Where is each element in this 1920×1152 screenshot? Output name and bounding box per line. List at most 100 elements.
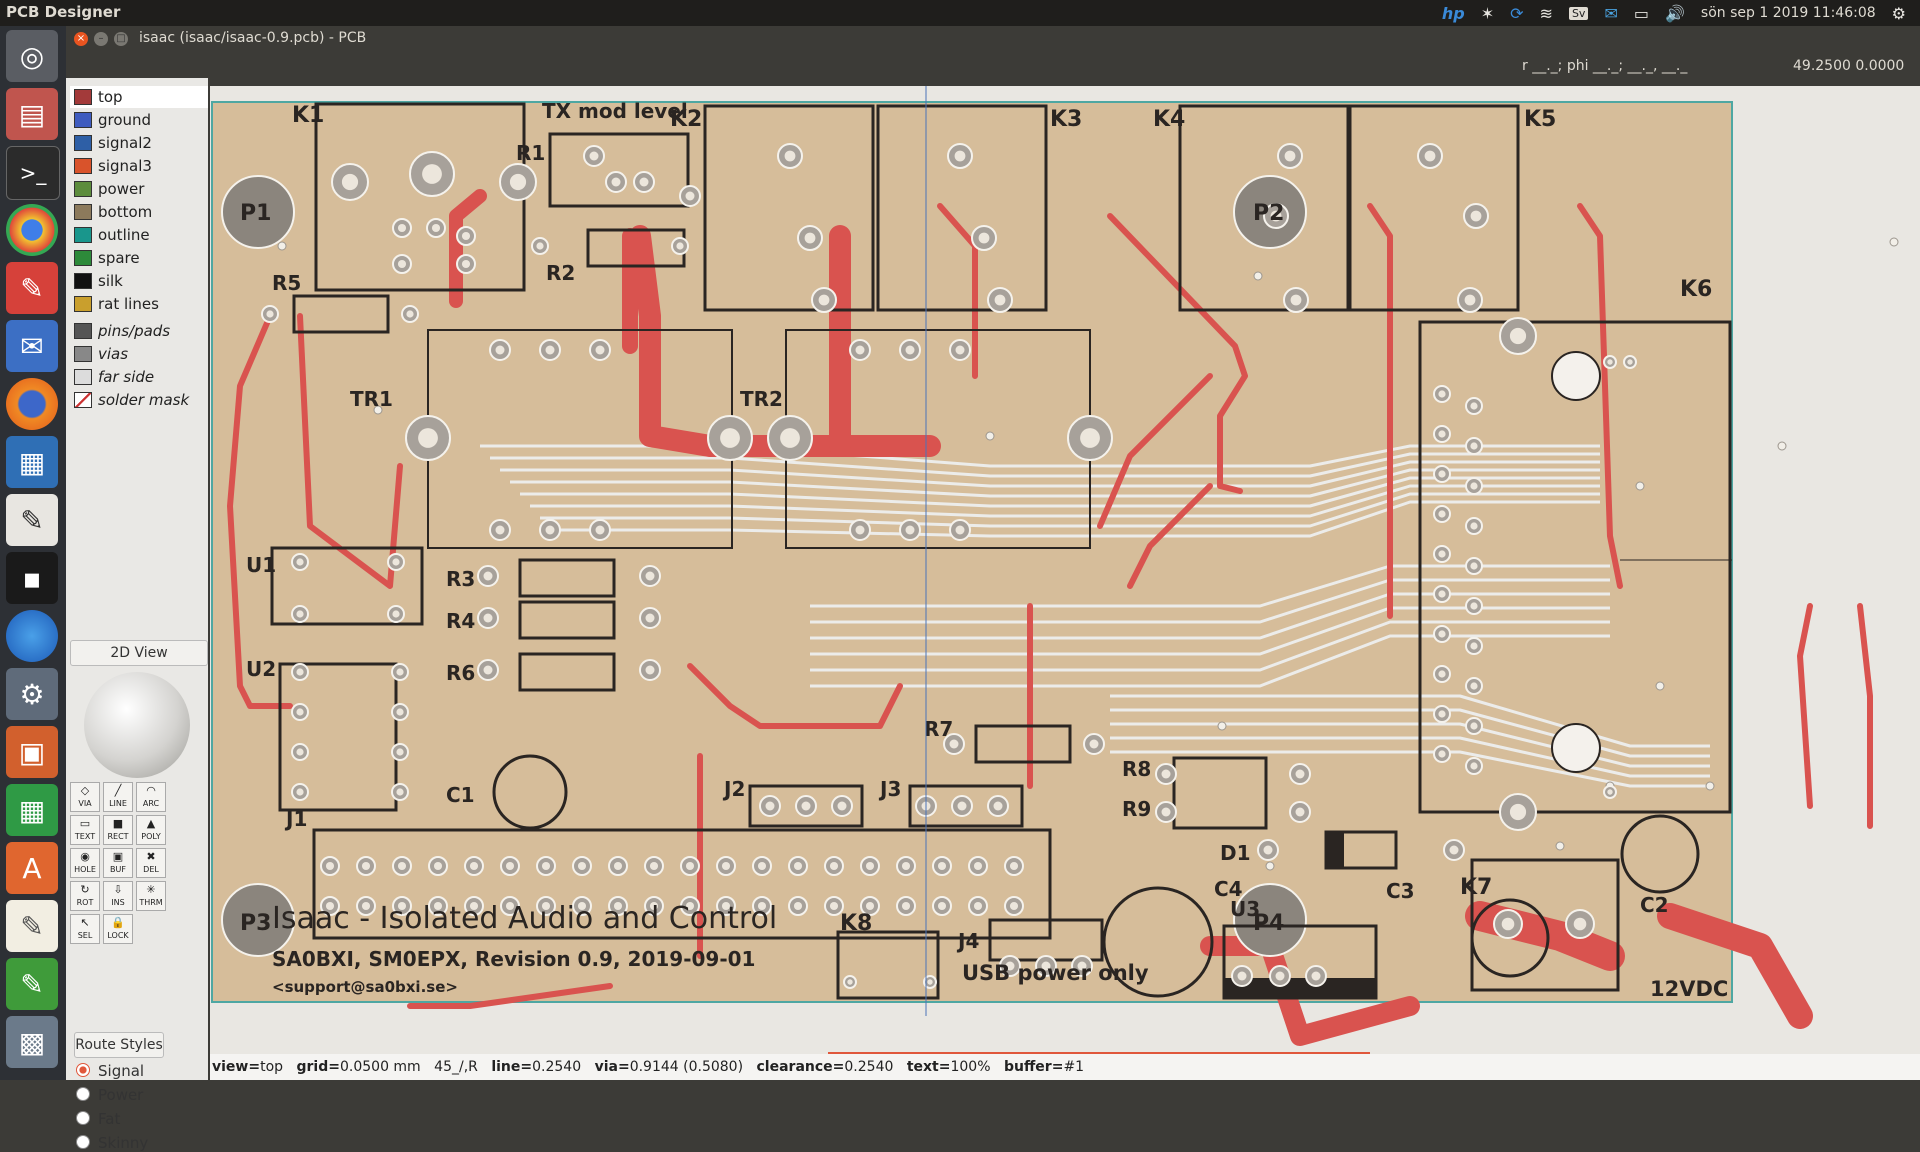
layer-item-solder-mask[interactable]: solder mask: [70, 389, 208, 411]
route-style-skinny[interactable]: Skinny: [76, 1134, 148, 1152]
tool-label: INS: [111, 898, 125, 907]
pad-hole: [361, 861, 371, 871]
settings-icon[interactable]: ⚙: [6, 668, 58, 720]
pad-hole: [973, 901, 983, 911]
layer-item-signal3[interactable]: signal3: [70, 155, 208, 177]
pad-hole: [1161, 769, 1171, 779]
silk-label-u3: U3: [1230, 897, 1260, 921]
route-style-signal[interactable]: Signal: [76, 1062, 144, 1080]
layer-label: ground: [98, 111, 152, 129]
pad-hole: [541, 861, 551, 871]
close-window-button[interactable]: ×: [74, 32, 88, 46]
tool-via-button[interactable]: ◇VIA: [70, 782, 100, 812]
layer-item-outline[interactable]: outline: [70, 224, 208, 246]
tool-rect-icon: ■: [112, 817, 124, 830]
pad-hole: [957, 801, 967, 811]
pdf-reader-icon[interactable]: ✎: [6, 262, 58, 314]
tool-hole-button[interactable]: ◉HOLE: [70, 848, 100, 878]
layer-label: power: [98, 180, 145, 198]
mounting-hole: [221, 883, 295, 957]
layer-swatch: [74, 250, 92, 266]
horizontal-scrollbar[interactable]: [828, 1052, 1370, 1054]
calc-icon[interactable]: ▦: [6, 784, 58, 836]
notes-icon[interactable]: ✎: [6, 900, 58, 952]
terminal-icon[interactable]: >_: [6, 146, 60, 200]
pad-hole: [685, 191, 695, 201]
pad-hole: [536, 242, 544, 250]
d1-band: [1326, 832, 1344, 868]
firefox-icon[interactable]: [6, 378, 58, 430]
tool-del-button[interactable]: ✖DEL: [136, 848, 166, 878]
silk-label-k2: K2: [670, 107, 702, 132]
pad-hole: [1449, 845, 1459, 855]
volume-icon[interactable]: 🔊: [1664, 3, 1685, 23]
tool-lock-button[interactable]: 🔒LOCK: [103, 914, 133, 944]
tool-sel-button[interactable]: ↖SEL: [70, 914, 100, 944]
layer-item-bottom[interactable]: bottom: [70, 201, 208, 223]
route-style-fat[interactable]: Fat: [76, 1110, 120, 1128]
tool-poly-button[interactable]: ▲POLY: [136, 815, 166, 845]
maximize-window-button[interactable]: □: [114, 32, 128, 46]
pad-hole: [397, 861, 407, 871]
chrome-icon[interactable]: [6, 204, 58, 256]
google-earth-icon[interactable]: [6, 610, 58, 662]
pcb-designer-icon[interactable]: ▩: [6, 1016, 58, 1068]
camera-icon[interactable]: ▪: [6, 552, 58, 604]
battery-icon[interactable]: ▭: [1633, 3, 1649, 23]
tool-ins-button[interactable]: ⇩INS: [103, 881, 133, 911]
gear-icon[interactable]: ⚙: [1891, 3, 1906, 23]
writer-icon[interactable]: ▦: [6, 436, 58, 488]
dash-home-icon[interactable]: ◎: [6, 30, 58, 82]
file-manager-icon[interactable]: ▤: [6, 88, 58, 140]
software-center-icon[interactable]: A: [6, 842, 58, 894]
layer-item-signal2[interactable]: signal2: [70, 132, 208, 154]
layer-item-top[interactable]: top: [70, 86, 208, 108]
pad-hole: [645, 665, 655, 675]
tool-label: ROT: [76, 898, 94, 907]
layer-item-vias[interactable]: vias: [70, 343, 208, 365]
layer-item-pins-pads[interactable]: pins/pads: [70, 320, 208, 342]
pad-hole: [829, 861, 839, 871]
pad-hole: [595, 345, 605, 355]
status-text: 100%: [950, 1059, 991, 1075]
2d-view-button[interactable]: 2D View: [70, 640, 208, 666]
layer-item-ground[interactable]: ground: [70, 109, 208, 131]
minimize-window-button[interactable]: –: [94, 32, 108, 46]
silk-label-c3: C3: [1386, 879, 1415, 903]
route-styles-button[interactable]: Route Styles: [74, 1032, 164, 1058]
pad-hole: [837, 801, 847, 811]
layer-item-power[interactable]: power: [70, 178, 208, 200]
mail-client-icon[interactable]: ✉: [6, 320, 58, 372]
tool-buf-button[interactable]: ▣BUF: [103, 848, 133, 878]
tool-line-button[interactable]: ╱LINE: [103, 782, 133, 812]
r4-outline: [518, 600, 616, 640]
tool-arc-button[interactable]: ◠ARC: [136, 782, 166, 812]
layer-swatch: [74, 181, 92, 197]
hp-icon[interactable]: hp: [1441, 3, 1465, 23]
layer-item-far-side[interactable]: far side: [70, 366, 208, 388]
window-title: isaac (isaac/isaac-0.9.pcb) - PCB: [139, 30, 367, 46]
sync-icon[interactable]: ⟳: [1510, 3, 1524, 23]
wifi-icon[interactable]: ≋: [1539, 3, 1553, 23]
clock[interactable]: sön sep 1 2019 11:46:08: [1700, 5, 1876, 21]
tool-rot-button[interactable]: ↻ROT: [70, 881, 100, 911]
pad-hole: [396, 708, 404, 716]
editor-icon[interactable]: ✎: [6, 958, 58, 1010]
layer-item-silk[interactable]: silk: [70, 270, 208, 292]
view-rotation-ball[interactable]: [84, 672, 190, 778]
pad-hole: [1089, 739, 1099, 749]
pad-hole: [1438, 430, 1446, 438]
tool-thrm-button[interactable]: ✳THRM: [136, 881, 166, 911]
layer-item-rat-lines[interactable]: rat lines: [70, 293, 208, 315]
keyboard-layout-indicator[interactable]: Sv: [1568, 6, 1589, 20]
impress-icon[interactable]: ▣: [6, 726, 58, 778]
tool-text-button[interactable]: ▭TEXT: [70, 815, 100, 845]
layer-item-spare[interactable]: spare: [70, 247, 208, 269]
dropbox-icon[interactable]: ✶: [1480, 3, 1495, 23]
tool-rect-button[interactable]: ■RECT: [103, 815, 133, 845]
route-style-power[interactable]: Power: [76, 1086, 143, 1104]
mail-icon[interactable]: ✉: [1604, 3, 1618, 23]
text-editor-icon[interactable]: ✎: [6, 494, 58, 546]
